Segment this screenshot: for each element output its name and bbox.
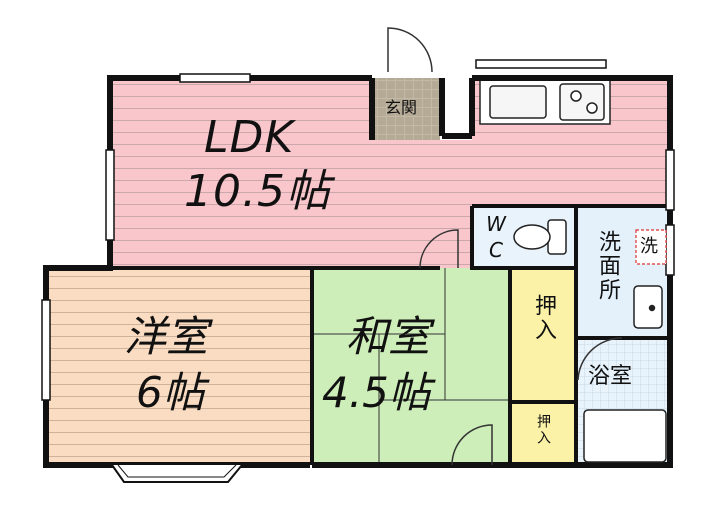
closet-large-label: 押入	[531, 294, 556, 342]
western-size-label: 6帖	[136, 368, 205, 417]
entrance-floor	[372, 78, 442, 140]
entrance-hall-floor	[440, 78, 472, 140]
doors	[387, 27, 623, 466]
windows	[41, 59, 675, 401]
toilet	[513, 219, 567, 255]
tatami-lines	[312, 268, 510, 465]
western-floor-stripes	[46, 268, 310, 465]
kitchen-counter	[479, 79, 611, 125]
entrance-label: 玄関	[385, 98, 418, 117]
closet-small-label: 押入	[535, 414, 551, 446]
inner-walls	[46, 204, 670, 465]
bathtub	[583, 409, 667, 463]
western-name-label: 洋室	[124, 312, 209, 361]
wc-label: WC	[484, 212, 508, 264]
bay-window	[111, 464, 243, 483]
bath-label: 浴室	[588, 364, 633, 389]
japanese-floor	[312, 268, 510, 465]
ldk-name-label: LDK	[204, 112, 295, 163]
washroom-label: 洗面所	[595, 230, 620, 302]
japanese-name-label: 和室	[346, 312, 431, 361]
japanese-size-label: 4.5帖	[322, 368, 431, 417]
washer-space	[635, 229, 667, 265]
closet-small-floor	[512, 402, 576, 465]
washbasin	[633, 285, 663, 329]
ldk-size-label: 10.5帖	[184, 166, 331, 217]
washer-label: 洗	[640, 236, 658, 257]
closet-large-floor	[512, 268, 576, 400]
